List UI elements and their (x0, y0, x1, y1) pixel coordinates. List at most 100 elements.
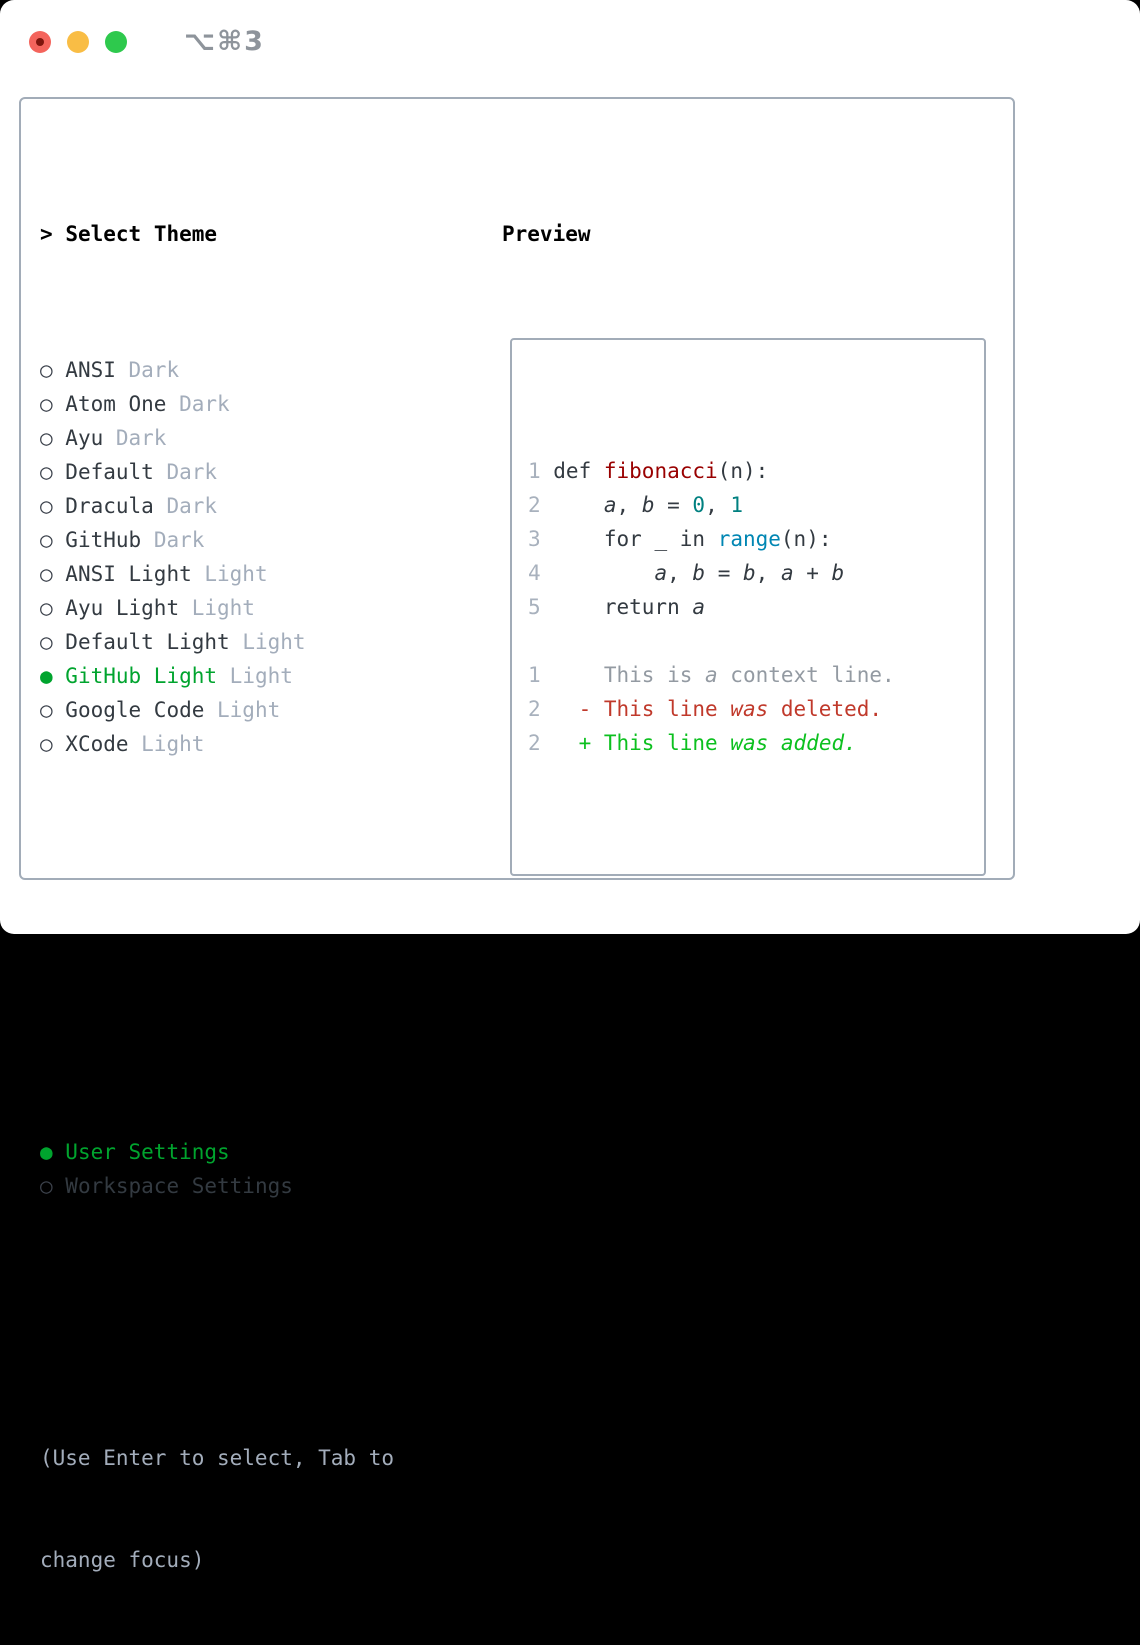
option-row[interactable]: ○ Atom One Dark (40, 387, 502, 421)
option-label: Workspace Settings (52, 1174, 293, 1198)
close-button[interactable] (29, 30, 51, 53)
radio-icon: ○ (40, 698, 53, 722)
option-tag: Dark (166, 392, 230, 416)
code-line (528, 624, 978, 658)
option-row[interactable]: ○ ANSI Dark (40, 353, 502, 387)
line-number: 2 (528, 731, 541, 755)
line-number: 2 (528, 493, 541, 517)
code-line: 4 a, b = b, a + b (528, 556, 978, 590)
select-theme-title: Select Theme (65, 222, 218, 246)
radio-icon: ○ (40, 528, 53, 552)
select-theme-header: > Select Theme (40, 217, 502, 251)
option-label: Ayu Light (52, 596, 180, 620)
code-line: 2 - This line was deleted. (528, 692, 978, 726)
option-row[interactable]: ● GitHub Light Light (40, 659, 502, 693)
line-number: 3 (528, 527, 541, 551)
window-title: ⌥⌘3 (184, 26, 265, 57)
option-tag: Dark (115, 358, 180, 382)
option-tag: Dark (141, 528, 205, 552)
line-content: a, b = b, a + b (654, 561, 845, 585)
line-content: This is a context line. (553, 663, 895, 687)
option-row[interactable]: ○ Default Dark (40, 455, 502, 489)
radio-icon: ○ (40, 494, 53, 518)
option-label: GitHub Light (52, 664, 218, 688)
option-label: Atom One (52, 392, 167, 416)
option-label: Dracula (52, 494, 154, 518)
option-label: GitHub (52, 528, 142, 552)
maximize-button[interactable] (105, 30, 127, 53)
line-content: + This line was added. (553, 731, 857, 755)
option-row[interactable]: ○ Ayu Light Light (40, 591, 502, 625)
line-content: def fibonacci(n): (553, 459, 769, 483)
option-tag: Light (204, 698, 281, 722)
line-content: return a (603, 595, 706, 619)
radio-icon: ○ (40, 426, 53, 450)
title-bar: ⌥⌘3 (29, 26, 265, 57)
hint-line-1: (Use Enter to select, Tab to (40, 1446, 395, 1470)
option-label: ANSI Light (52, 562, 192, 586)
option-tag: Light (229, 630, 306, 654)
option-tag: Dark (153, 460, 218, 484)
line-number: 2 (528, 697, 541, 721)
prompt-icon: > (40, 222, 53, 246)
code-line: 1 def fibonacci(n): (528, 454, 978, 488)
option-tag: Light (179, 596, 255, 620)
option-tag: Light (128, 732, 205, 756)
preview-header: Preview (502, 222, 591, 246)
option-row[interactable]: ○ ANSI Light Light (40, 557, 502, 591)
option-tag: Dark (153, 494, 218, 518)
option-tag: Light (217, 664, 293, 688)
line-number: 1 (528, 459, 541, 483)
section-spacer (40, 863, 502, 897)
code-line: 3 for _ in range(n): (528, 522, 978, 556)
radio-icon: ○ (40, 392, 53, 416)
option-label: User Settings (52, 1140, 230, 1164)
terminal-content: > Select Theme ○ ANSI Dark○ Atom One Dar… (21, 99, 1013, 1645)
code-line: 2 + This line was added. (528, 726, 978, 760)
code-line: 1 This is a context line. (528, 658, 978, 692)
radio-icon: ○ (40, 1174, 53, 1198)
theme-list: ○ ANSI Dark○ Atom One Dark○ Ayu Dark○ De… (40, 353, 502, 761)
option-label: Ayu (52, 426, 104, 450)
option-row[interactable]: ○ Dracula Dark (40, 489, 502, 523)
apply-to-header: Apply To (65, 1004, 167, 1028)
line-number: 5 (528, 595, 541, 619)
option-label: Google Code (52, 698, 205, 722)
hint-line-2: change focus) (40, 1548, 205, 1572)
radio-icon: ● (40, 664, 53, 688)
close-indicator-dot (36, 37, 44, 46)
option-label: ANSI (52, 358, 116, 382)
radio-icon: ○ (40, 732, 53, 756)
option-label: Default Light (52, 630, 230, 654)
theme-selector-column: > Select Theme ○ ANSI Dark○ Atom One Dar… (40, 149, 502, 1645)
option-tag: Light (191, 562, 268, 586)
option-row[interactable]: ○ Ayu Dark (40, 421, 502, 455)
apply-to-list: ● User Settings○ Workspace Settings (40, 1135, 502, 1203)
radio-icon: ○ (40, 358, 53, 382)
section-spacer (40, 1305, 502, 1339)
app-window: ⌥⌘3 > Select Theme ○ ANSI Dark○ Atom One… (0, 0, 1140, 1572)
code-line: 2 a, b = 0, 1 (528, 488, 978, 522)
option-row[interactable]: ○ Default Light Light (40, 625, 502, 659)
line-content: a, b = 0, 1 (603, 493, 744, 517)
option-row[interactable]: ○ XCode Light (40, 727, 502, 761)
option-tag: Dark (103, 426, 167, 450)
select-theme-header-label (53, 222, 66, 246)
radio-icon: ○ (40, 460, 53, 484)
code-line: 5 return a (528, 590, 978, 624)
option-label: XCode (52, 732, 129, 756)
option-row[interactable]: ○ Workspace Settings (40, 1169, 502, 1203)
option-row[interactable]: ○ Google Code Light (40, 693, 502, 727)
radio-icon: ○ (40, 562, 53, 586)
line-content: - This line was deleted. (553, 697, 883, 721)
radio-icon: ● (40, 1140, 53, 1164)
minimize-button[interactable] (67, 30, 89, 53)
terminal-panel: > Select Theme ○ ANSI Dark○ Atom One Dar… (19, 97, 1015, 1572)
radio-icon: ○ (40, 630, 53, 654)
option-row[interactable]: ○ GitHub Dark (40, 523, 502, 557)
option-row[interactable]: ● User Settings (40, 1135, 502, 1169)
option-label: Default (52, 460, 154, 484)
